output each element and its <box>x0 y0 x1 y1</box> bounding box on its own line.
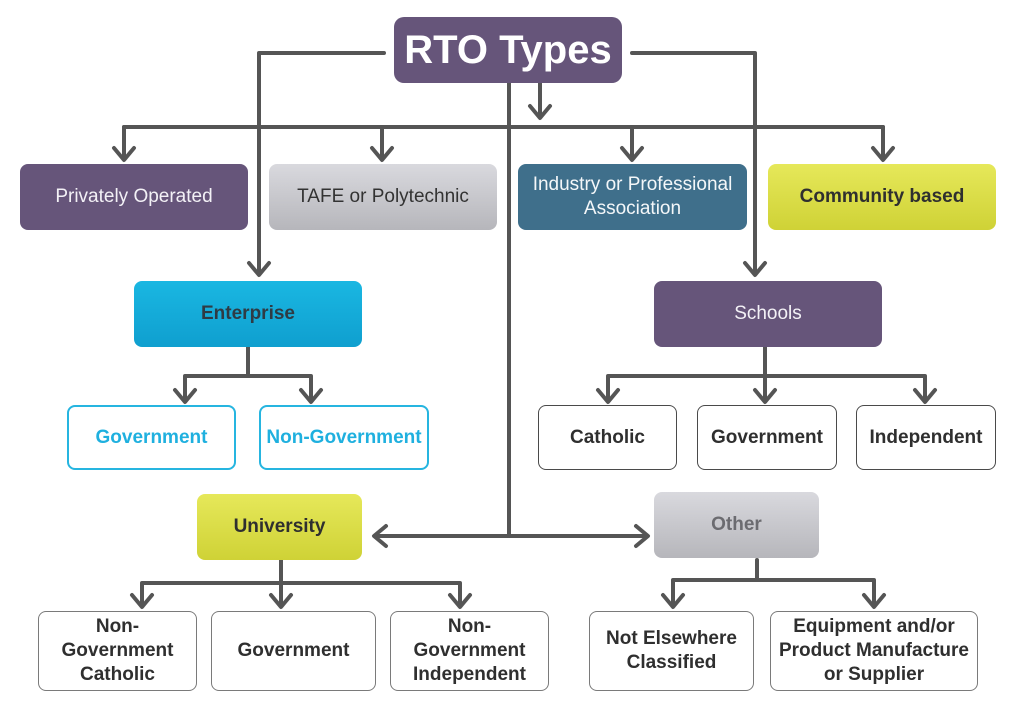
node-schools-independent: Independent <box>856 405 996 470</box>
node-university: University <box>197 494 362 560</box>
arrowhead <box>528 104 552 120</box>
node-tafe-polytechnic: TAFE or Polytechnic <box>269 164 497 230</box>
arrowhead <box>269 593 293 609</box>
line-university-children <box>140 558 462 607</box>
arrowhead <box>620 146 644 162</box>
arrowhead <box>871 146 895 162</box>
line-enterprise-children <box>183 345 313 402</box>
line-title-schools <box>630 51 757 275</box>
line-title-enterprise <box>257 51 386 275</box>
arrowhead <box>299 388 323 404</box>
node-enterprise-non-government: Non-Government <box>259 405 429 470</box>
node-university-non-government-independent: Non-Government Independent <box>390 611 549 691</box>
node-university-government: Government <box>211 611 376 691</box>
arrowhead <box>596 388 620 404</box>
node-industry-professional: Industry or Professional Association <box>518 164 747 230</box>
node-other-equipment-supplier: Equipment and/or Product Manufacture or … <box>770 611 978 691</box>
node-schools: Schools <box>654 281 882 347</box>
node-other: Other <box>654 492 819 558</box>
arrowhead <box>448 593 472 609</box>
node-other-not-elsewhere-classified: Not Elsewhere Classified <box>589 611 754 691</box>
arrowhead <box>753 388 777 404</box>
node-schools-government: Government <box>697 405 837 470</box>
arrowhead <box>370 146 394 162</box>
line-schools-children <box>606 345 927 402</box>
arrowhead <box>130 593 154 609</box>
node-privately-operated: Privately Operated <box>20 164 248 230</box>
arrowhead <box>247 261 271 277</box>
line-other-children <box>671 558 876 607</box>
node-schools-catholic: Catholic <box>538 405 677 470</box>
diagram-title: RTO Types <box>394 17 622 83</box>
arrowhead <box>372 524 388 548</box>
node-community-based: Community based <box>768 164 996 230</box>
arrowhead <box>743 261 767 277</box>
arrowhead <box>661 593 685 609</box>
arrowhead <box>913 388 937 404</box>
arrowhead <box>634 524 650 548</box>
node-university-non-government-catholic: Non-Government Catholic <box>38 611 197 691</box>
node-enterprise-government: Government <box>67 405 236 470</box>
arrowhead <box>112 146 136 162</box>
node-enterprise: Enterprise <box>134 281 362 347</box>
arrowhead <box>862 593 886 609</box>
arrowhead <box>173 388 197 404</box>
